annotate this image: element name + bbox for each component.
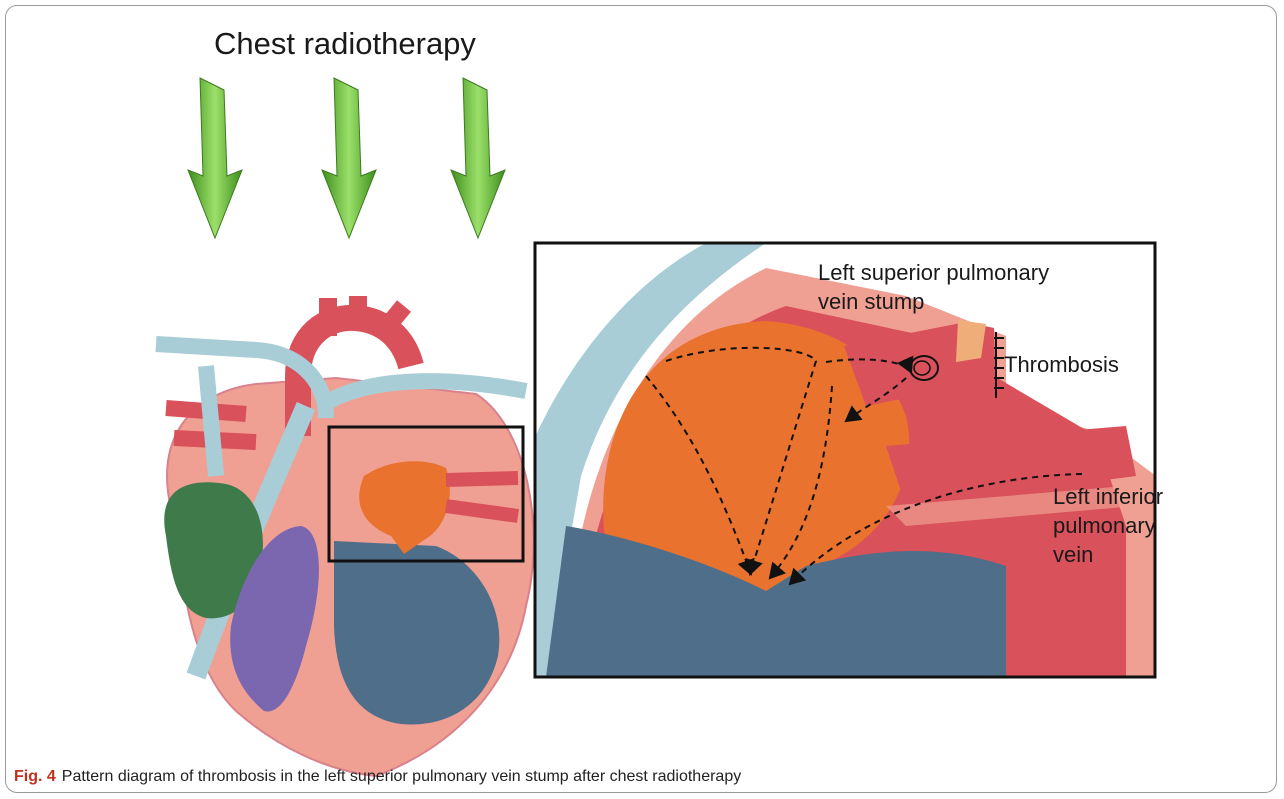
radiation-arrows [188, 78, 505, 238]
label-inferior-vein-line1: Left inferior [1053, 482, 1163, 511]
heart-illustration [156, 296, 534, 776]
radiation-arrow-2 [322, 78, 376, 238]
figure-caption: Fig. 4 Pattern diagram of thrombosis in t… [14, 768, 741, 786]
figure-frame: Chest radiotherapy [5, 5, 1277, 793]
label-thrombosis: Thrombosis [1004, 350, 1119, 379]
label-superior-vein-line1: Left superior pulmonary [818, 258, 1049, 287]
caption-text: Pattern diagram of thrombosis in the lef… [62, 768, 741, 785]
label-superior-vein-line2: vein stump [818, 287, 1049, 316]
label-inferior-vein: Left inferior pulmonary vein [1053, 482, 1163, 569]
label-superior-vein: Left superior pulmonary vein stump [818, 258, 1049, 316]
label-inferior-vein-line3: vein [1053, 540, 1163, 569]
radiation-arrow-1 [188, 78, 242, 238]
radiation-arrow-3 [451, 78, 505, 238]
caption-number: Fig. 4 [14, 768, 56, 785]
label-inferior-vein-line2: pulmonary [1053, 511, 1163, 540]
diagram-canvas [6, 6, 1277, 793]
